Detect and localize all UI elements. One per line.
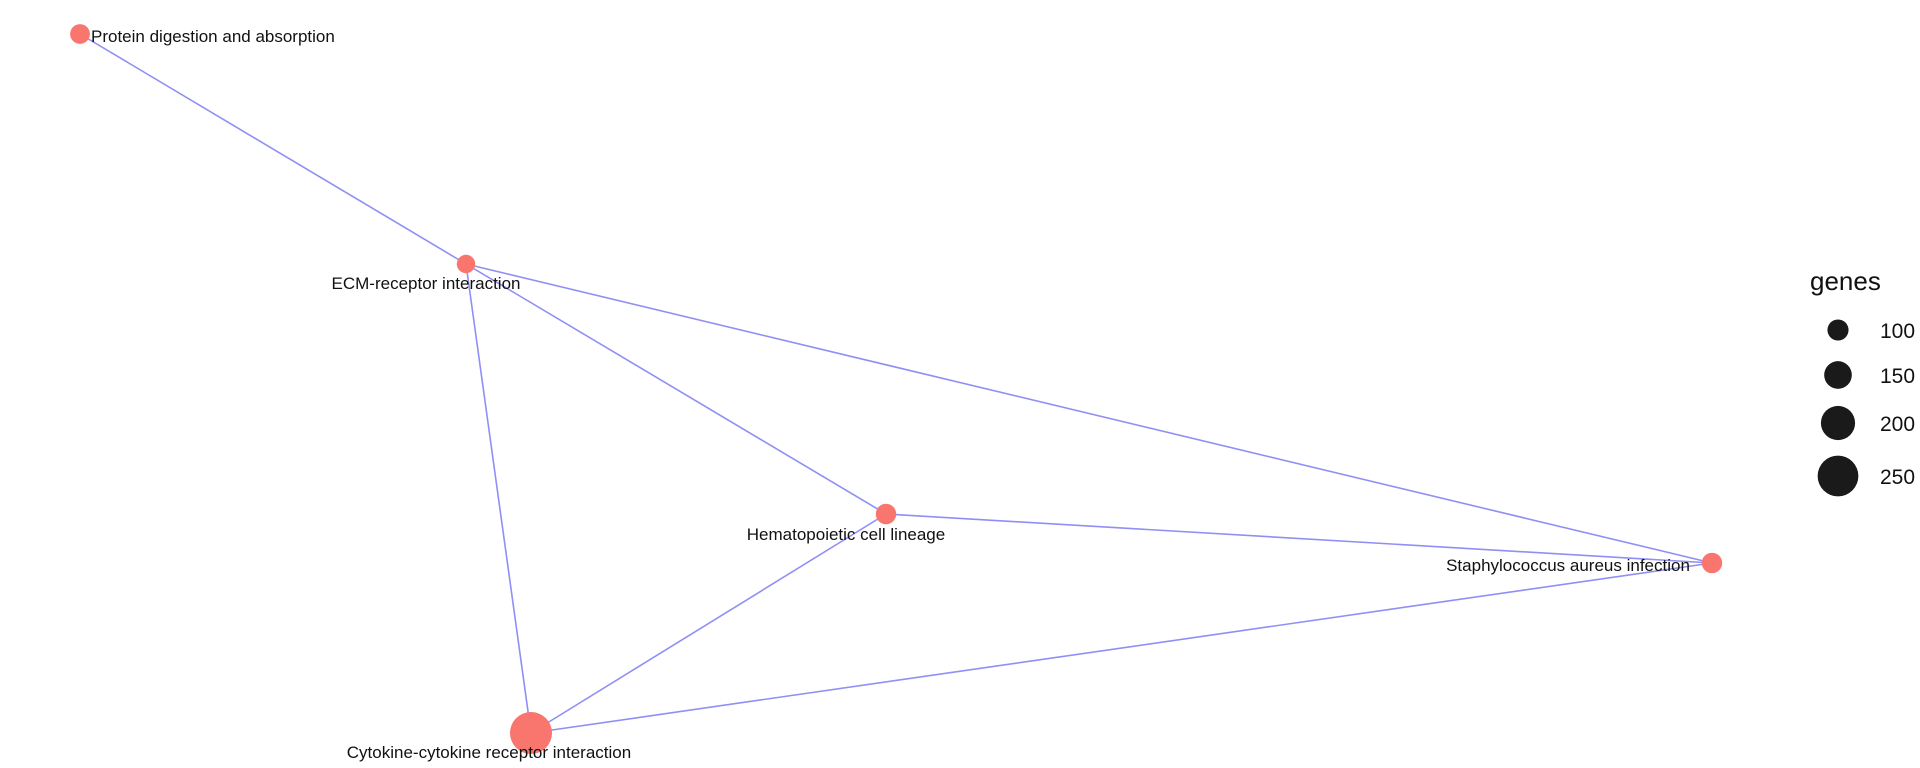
size-legend: genes 100 150 200 250	[1810, 266, 1915, 497]
node-hema	[875, 503, 897, 525]
edge-protein-ecm	[79, 33, 467, 265]
node-label-cytokine: Cytokine-cytokine receptor interaction	[347, 743, 631, 762]
node-protein	[70, 24, 90, 44]
edge-cytokine-staph	[530, 562, 1713, 734]
labels-layer: Protein digestion and absorptionECM-rece…	[91, 27, 1690, 762]
legend-label-200: 200	[1880, 413, 1915, 436]
legend-label-250: 250	[1880, 466, 1915, 489]
legend-symbol-250	[1817, 455, 1859, 497]
legend-title: genes	[1810, 266, 1881, 296]
node-ecm	[456, 254, 476, 274]
node-cytokine	[509, 711, 553, 755]
edge-ecm-staph	[465, 263, 1713, 564]
edge-hema-staph	[885, 513, 1713, 564]
node-label-ecm: ECM-receptor interaction	[332, 274, 521, 293]
node-label-hema: Hematopoietic cell lineage	[747, 525, 945, 544]
edge-ecm-hema	[465, 263, 887, 515]
legend-symbol-200	[1820, 405, 1856, 441]
nodes-layer	[70, 24, 1723, 755]
legend-label-100: 100	[1880, 320, 1915, 343]
edge-ecm-cytokine	[465, 263, 532, 734]
edges-layer	[79, 33, 1713, 734]
node-label-staph: Staphylococcus aureus infection	[1446, 556, 1690, 575]
edge-hema-cytokine	[530, 513, 887, 734]
legend-symbol-150	[1824, 361, 1852, 389]
node-staph	[1701, 552, 1723, 574]
legend-symbol-100	[1827, 319, 1849, 341]
legend-label-150: 150	[1880, 365, 1915, 388]
node-label-protein: Protein digestion and absorption	[91, 27, 335, 46]
